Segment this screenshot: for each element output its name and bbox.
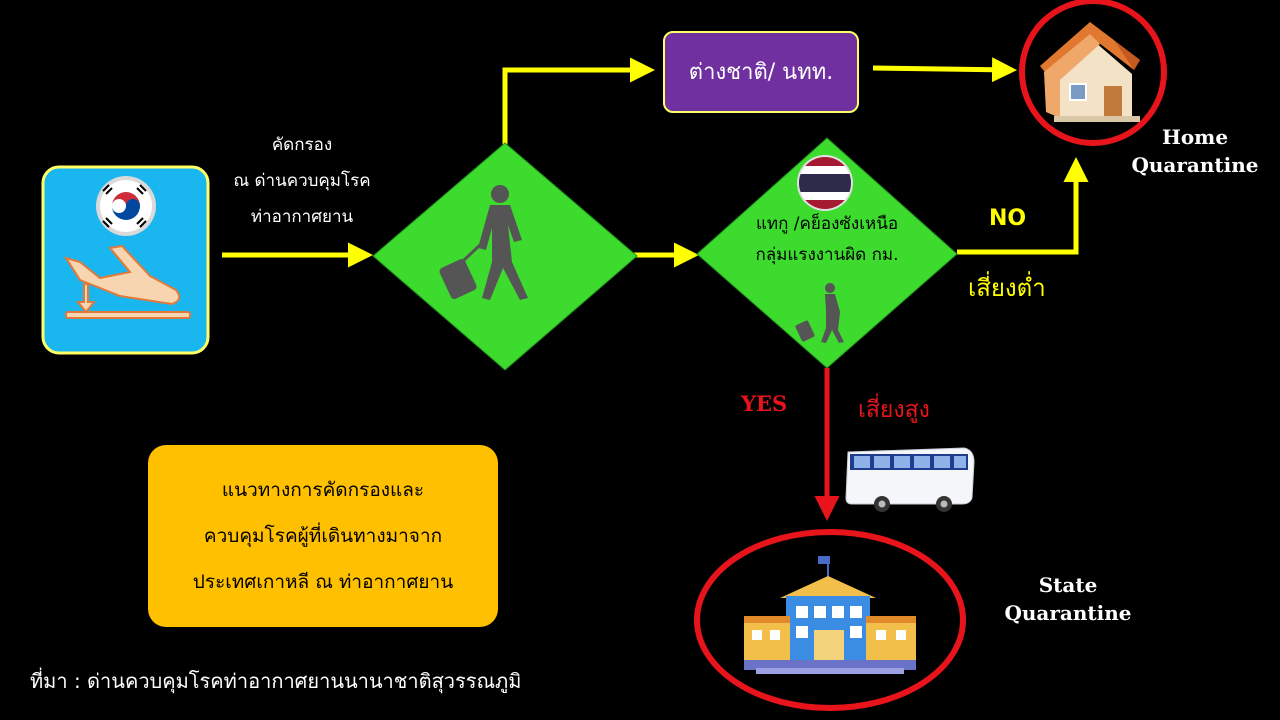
plane-arrival-icon: [63, 244, 191, 319]
state-quarantine-label: State Quarantine: [990, 571, 1146, 627]
bus-icon: [845, 447, 975, 512]
screening-line-2: ณ ด่านควบคุมโรค: [233, 171, 371, 191]
risk-line-1: แทกู /คย็องซังเหนือ: [755, 214, 899, 234]
arrow-to-foreigner: [502, 57, 655, 145]
home-quarantine-line-2: Quarantine: [1131, 153, 1259, 177]
thai-flag-icon: [797, 155, 853, 211]
foreigner-label: ต่างชาติ/ นทท.: [688, 60, 834, 85]
guideline-line-3: ประเทศเกาหลี ณ ท่าอากาศยาน: [192, 571, 454, 593]
risk-diamond: [696, 137, 958, 369]
risk-diamond-text: แทกู /คย็องซังเหนือ กลุ่มแรงงานผิด กม.: [717, 209, 937, 271]
source-note: ที่มา : ด่านควบคุมโรคท่าอากาศยานนานาชาติ…: [30, 669, 522, 693]
traveler-icon: [439, 185, 528, 300]
screening-line-3: ท่าอากาศยาน: [250, 207, 354, 227]
house-icon: [1040, 22, 1140, 122]
arrow-no-to-home: [957, 157, 1089, 255]
state-quarantine-line-2: Quarantine: [1004, 601, 1132, 625]
guideline-box: แนวทางการคัดกรองและ ควบคุมโรคผู้ที่เดินท…: [148, 445, 498, 627]
foreigner-box: ต่างชาติ/ นทท.: [663, 31, 859, 113]
home-circle: [1019, 0, 1167, 146]
yes-label: YES: [741, 391, 788, 416]
korea-flag-icon: [96, 176, 156, 236]
guideline-line-2: ควบคุมโรคผู้ที่เดินทางมาจาก: [203, 525, 443, 547]
risk-line-2: กลุ่มแรงงานผิด กม.: [755, 245, 899, 265]
home-quarantine-label: Home Quarantine: [1120, 123, 1270, 179]
arrow-foreigner-to-home: [872, 57, 1017, 83]
traveler-small-icon: [795, 283, 844, 343]
low-risk-label: เสี่ยงต่ำ: [968, 274, 1046, 302]
school-building-icon: [744, 556, 916, 674]
state-circle: [694, 529, 966, 711]
screening-text: คัดกรอง ณ ด่านควบคุมโรค ท่าอากาศยาน: [212, 127, 392, 235]
home-quarantine-line-1: Home: [1161, 125, 1229, 149]
screening-line-1: คัดกรอง: [271, 135, 333, 155]
state-quarantine-line-1: State: [1038, 573, 1098, 597]
guideline-line-1: แนวทางการคัดกรองและ: [221, 479, 425, 501]
high-risk-label: เสี่ยงสูง: [858, 397, 930, 423]
no-label: NO: [989, 206, 1027, 231]
